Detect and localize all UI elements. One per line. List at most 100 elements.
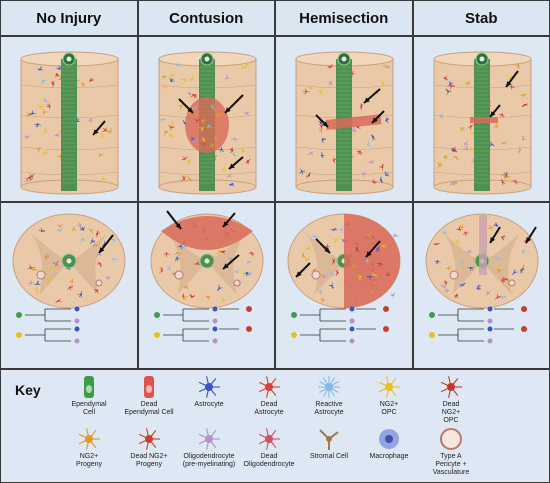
cell-glyph: [104, 275, 111, 281]
cell-glyph: [94, 288, 99, 294]
dead-ng2-progeny-icon: [138, 428, 160, 450]
cell-glyph: [371, 272, 378, 278]
cell-glyph: [454, 238, 460, 245]
cell-glyph: [299, 168, 306, 175]
cell-glyph: [318, 129, 323, 134]
arrow-icon: [524, 226, 537, 244]
cell-glyph: [88, 228, 95, 234]
cell-glyph: [318, 289, 324, 295]
key-item-label: Astrocyte: [194, 401, 224, 408]
arrow-icon: [177, 98, 194, 114]
key-item-label: NG2+ OPC: [379, 401, 399, 416]
cell-glyph: [241, 148, 246, 153]
cell-glyph: [100, 132, 106, 139]
cell-glyph: [159, 118, 166, 123]
cross-section-contusion-drawing: [150, 210, 263, 344]
cell-glyph: [163, 252, 170, 257]
cell-glyph: [500, 141, 507, 145]
arrow-icon: [223, 94, 244, 114]
cell-glyph: [30, 266, 38, 271]
cell-glyph: [29, 110, 36, 116]
cell-glyph: [467, 266, 474, 272]
cell-glyph: [210, 104, 215, 111]
cell-glyph: [28, 173, 35, 180]
cylinder-contusion: [137, 36, 275, 202]
cell-glyph: [452, 156, 458, 161]
cell-glyph: [193, 118, 200, 124]
cell-glyph: [174, 62, 181, 67]
cell-glyph: [220, 296, 225, 303]
arrow-icon: [365, 240, 381, 258]
cell-glyph: [163, 85, 168, 91]
key-item-label: Dead Oligodendrocyte: [243, 453, 295, 468]
reactive-astrocyte-icon: [318, 376, 340, 398]
cell-glyph: [467, 147, 474, 152]
cell-glyph: [27, 279, 35, 286]
cell-glyph: [307, 150, 314, 156]
cell-glyph: [89, 77, 94, 82]
cell-glyph: [168, 77, 174, 83]
cell-glyph: [96, 230, 101, 238]
cell-glyph: [53, 132, 60, 138]
cell-glyph: [499, 171, 507, 178]
cell-glyph: [215, 249, 222, 256]
cell-glyph: [173, 252, 180, 256]
stromal-cell-icon: [319, 429, 339, 450]
cell-glyph: [328, 81, 334, 86]
cylinder-no-injury-drawing: [20, 51, 119, 195]
cell-glyph: [36, 146, 41, 154]
cell-glyph: [158, 267, 163, 273]
cell-glyph: [55, 298, 62, 303]
oligodendrocyte-icon: [198, 428, 220, 450]
arrow-icon: [92, 120, 106, 136]
key-item-dead-oligodendrocyte: Dead Oligodendrocyte: [234, 426, 304, 469]
arrow-icon: [165, 210, 182, 230]
cell-glyph: [182, 295, 189, 300]
cell-glyph: [24, 177, 31, 184]
cell-glyph: [69, 278, 74, 285]
cell-glyph: [320, 152, 325, 159]
key-item-ependymal-cell: Ependymal Cell: [54, 374, 124, 417]
cell-glyph: [181, 284, 189, 290]
cell-glyph: [458, 224, 463, 231]
cell-glyph: [244, 62, 250, 69]
cell-glyph: [521, 248, 526, 255]
dead-ng2-opc-icon: [440, 376, 462, 398]
cell-glyph: [305, 172, 311, 178]
arrow-icon: [227, 156, 244, 170]
cell-glyph: [509, 83, 515, 90]
cell-glyph: [360, 171, 367, 178]
key-item-macrophage: Macrophage: [354, 426, 424, 461]
cell-glyph: [191, 137, 197, 144]
cell-glyph: [200, 118, 206, 124]
arrow-icon: [371, 110, 385, 124]
cell-glyph: [42, 109, 48, 116]
cell-glyph: [214, 112, 221, 118]
cell-glyph: [467, 124, 474, 130]
cell-glyph: [303, 88, 310, 95]
cell-glyph: [228, 147, 233, 154]
cell-glyph: [168, 72, 175, 78]
cell-glyph: [228, 182, 234, 187]
cell-glyph: [42, 150, 49, 156]
cell-glyph: [80, 237, 86, 243]
cell-glyph: [521, 103, 528, 108]
cell-glyph: [77, 291, 83, 298]
cell-glyph: [34, 280, 41, 286]
cell-glyph: [463, 145, 468, 151]
cell-glyph: [372, 178, 377, 185]
cell-glyph: [338, 226, 344, 233]
lesion-site: [344, 214, 400, 308]
cell-glyph: [216, 284, 223, 292]
cross-section-no-injury-drawing: [12, 213, 126, 344]
cell-glyph: [441, 229, 448, 235]
spinal-cord-cross-section: [425, 213, 538, 309]
spinal-cord-cylinder: [20, 51, 119, 195]
cell-glyph: [493, 222, 498, 227]
lesion-site: [478, 215, 487, 275]
cell-glyph: [443, 289, 450, 294]
cell-glyph: [356, 150, 363, 155]
cell-glyph: [381, 80, 387, 87]
cell-glyph: [381, 64, 388, 70]
